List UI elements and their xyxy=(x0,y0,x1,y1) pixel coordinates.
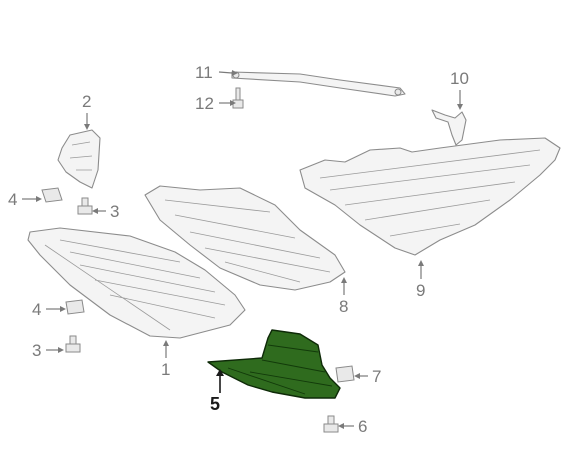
part-4-clip-upper xyxy=(41,187,63,203)
callout-10-label: 10 xyxy=(450,69,469,88)
callout-4b-label: 4 xyxy=(32,300,41,319)
part-1-front-panel xyxy=(27,227,246,339)
callout-7-label: 7 xyxy=(372,367,381,386)
part-11-rod xyxy=(231,71,406,97)
callout-12-label: 12 xyxy=(195,94,214,113)
part-12-bolt xyxy=(232,87,244,109)
part-10-bracket xyxy=(431,109,467,146)
callout-2: 2 xyxy=(82,92,91,130)
callout-1-label: 1 xyxy=(161,360,170,379)
callout-6-label: 6 xyxy=(358,417,367,436)
callout-2-label: 2 xyxy=(82,92,91,111)
callout-4-upper: 4 xyxy=(8,190,42,209)
callout-12: 12 xyxy=(195,94,236,113)
part-8-middle-panel xyxy=(144,185,346,291)
callout-3-lower: 3 xyxy=(32,341,64,360)
callout-1: 1 xyxy=(161,340,170,379)
callout-5-label: 5 xyxy=(210,394,220,414)
callout-5: 5 xyxy=(210,369,224,414)
callout-7: 7 xyxy=(354,367,381,386)
callout-8-label: 8 xyxy=(339,297,348,316)
callout-9: 9 xyxy=(416,260,425,300)
callout-11: 11 xyxy=(195,63,238,82)
callout-9-label: 9 xyxy=(416,281,425,300)
part-6-bolt xyxy=(323,415,339,433)
callout-11-label: 11 xyxy=(195,63,213,82)
callout-8: 8 xyxy=(339,277,348,316)
part-2-bracket xyxy=(57,129,101,189)
part-9-rear-panel xyxy=(299,137,561,256)
part-3-bolt-upper xyxy=(77,197,93,215)
part-7-clip xyxy=(335,365,355,383)
callout-3-upper: 3 xyxy=(92,202,119,221)
callout-4-lower: 4 xyxy=(32,300,66,319)
callout-10: 10 xyxy=(450,69,469,110)
part-3-bolt-lower xyxy=(65,335,81,353)
part-5-highlighted-shield xyxy=(207,329,341,399)
callout-4a-label: 4 xyxy=(8,190,17,209)
part-4-clip-lower xyxy=(65,299,85,315)
callout-3a-label: 3 xyxy=(110,202,119,221)
callout-6: 6 xyxy=(338,417,367,436)
callout-3b-label: 3 xyxy=(32,341,41,360)
